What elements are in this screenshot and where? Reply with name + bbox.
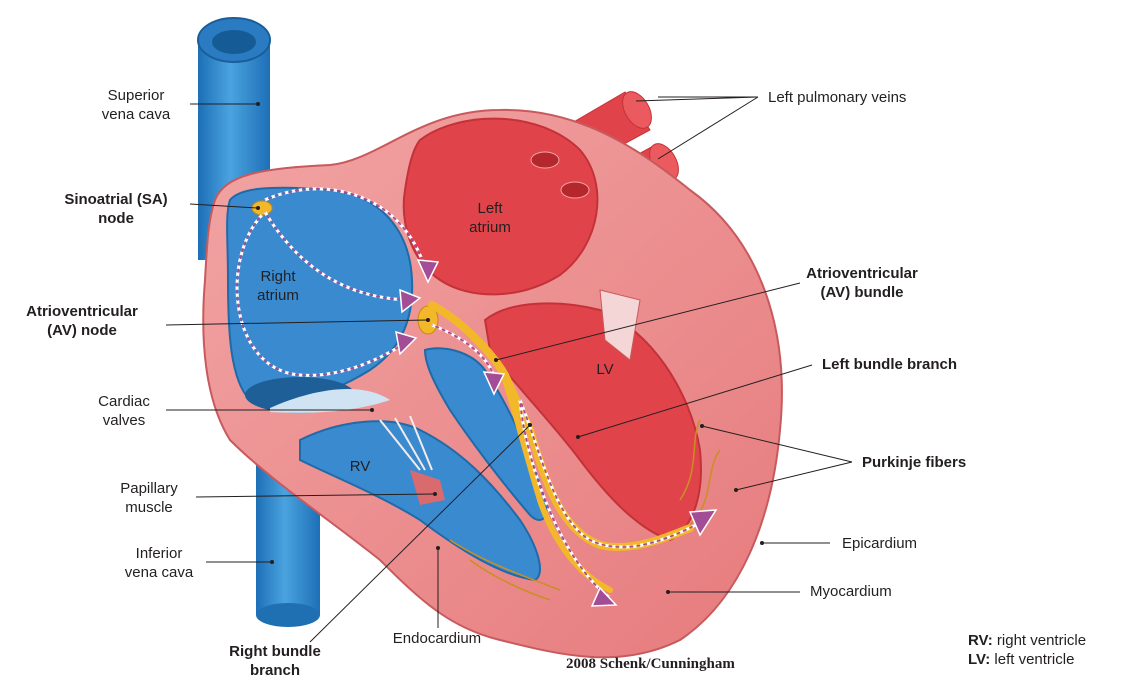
label-av-bundle: Atrioventricular (AV) bundle [772,264,952,302]
copyright-credit: 2008 Schenk/Cunningham [566,656,735,673]
label-right-atrium: Right atrium [238,267,318,305]
legend-item-rv: RV: right ventricle [968,631,1086,650]
label-purkinje-fibers: Purkinje fibers [862,453,1012,472]
label-inferior-vena-cava: Inferior vena cava [114,544,204,582]
label-rv: RV [340,457,380,476]
label-av-node: Atrioventricular (AV) node [4,302,160,340]
legend-item-lv: LV: left ventricle [968,650,1086,669]
label-endocardium: Endocardium [372,629,502,648]
label-left-bundle-branch: Left bundle branch [822,355,1022,374]
label-cardiac-valves: Cardiac valves [84,392,164,430]
label-papillary-muscle: Papillary muscle [104,479,194,517]
pulmonary-vein-opening-1 [531,152,559,168]
abbreviation-legend: RV: right ventricle LV: left ventricle [968,631,1086,669]
label-myocardium: Myocardium [810,582,930,601]
label-left-atrium: Left atrium [450,199,530,237]
label-left-pulmonary-veins: Left pulmonary veins [768,88,988,107]
label-sa-node: Sinoatrial (SA) node [42,190,190,228]
label-lv: LV [585,360,625,379]
label-epicardium: Epicardium [842,534,962,553]
pulmonary-vein-opening-2 [561,182,589,198]
label-superior-vena-cava: Superior vena cava [82,86,190,124]
label-right-bundle-branch: Right bundle branch [210,642,340,680]
